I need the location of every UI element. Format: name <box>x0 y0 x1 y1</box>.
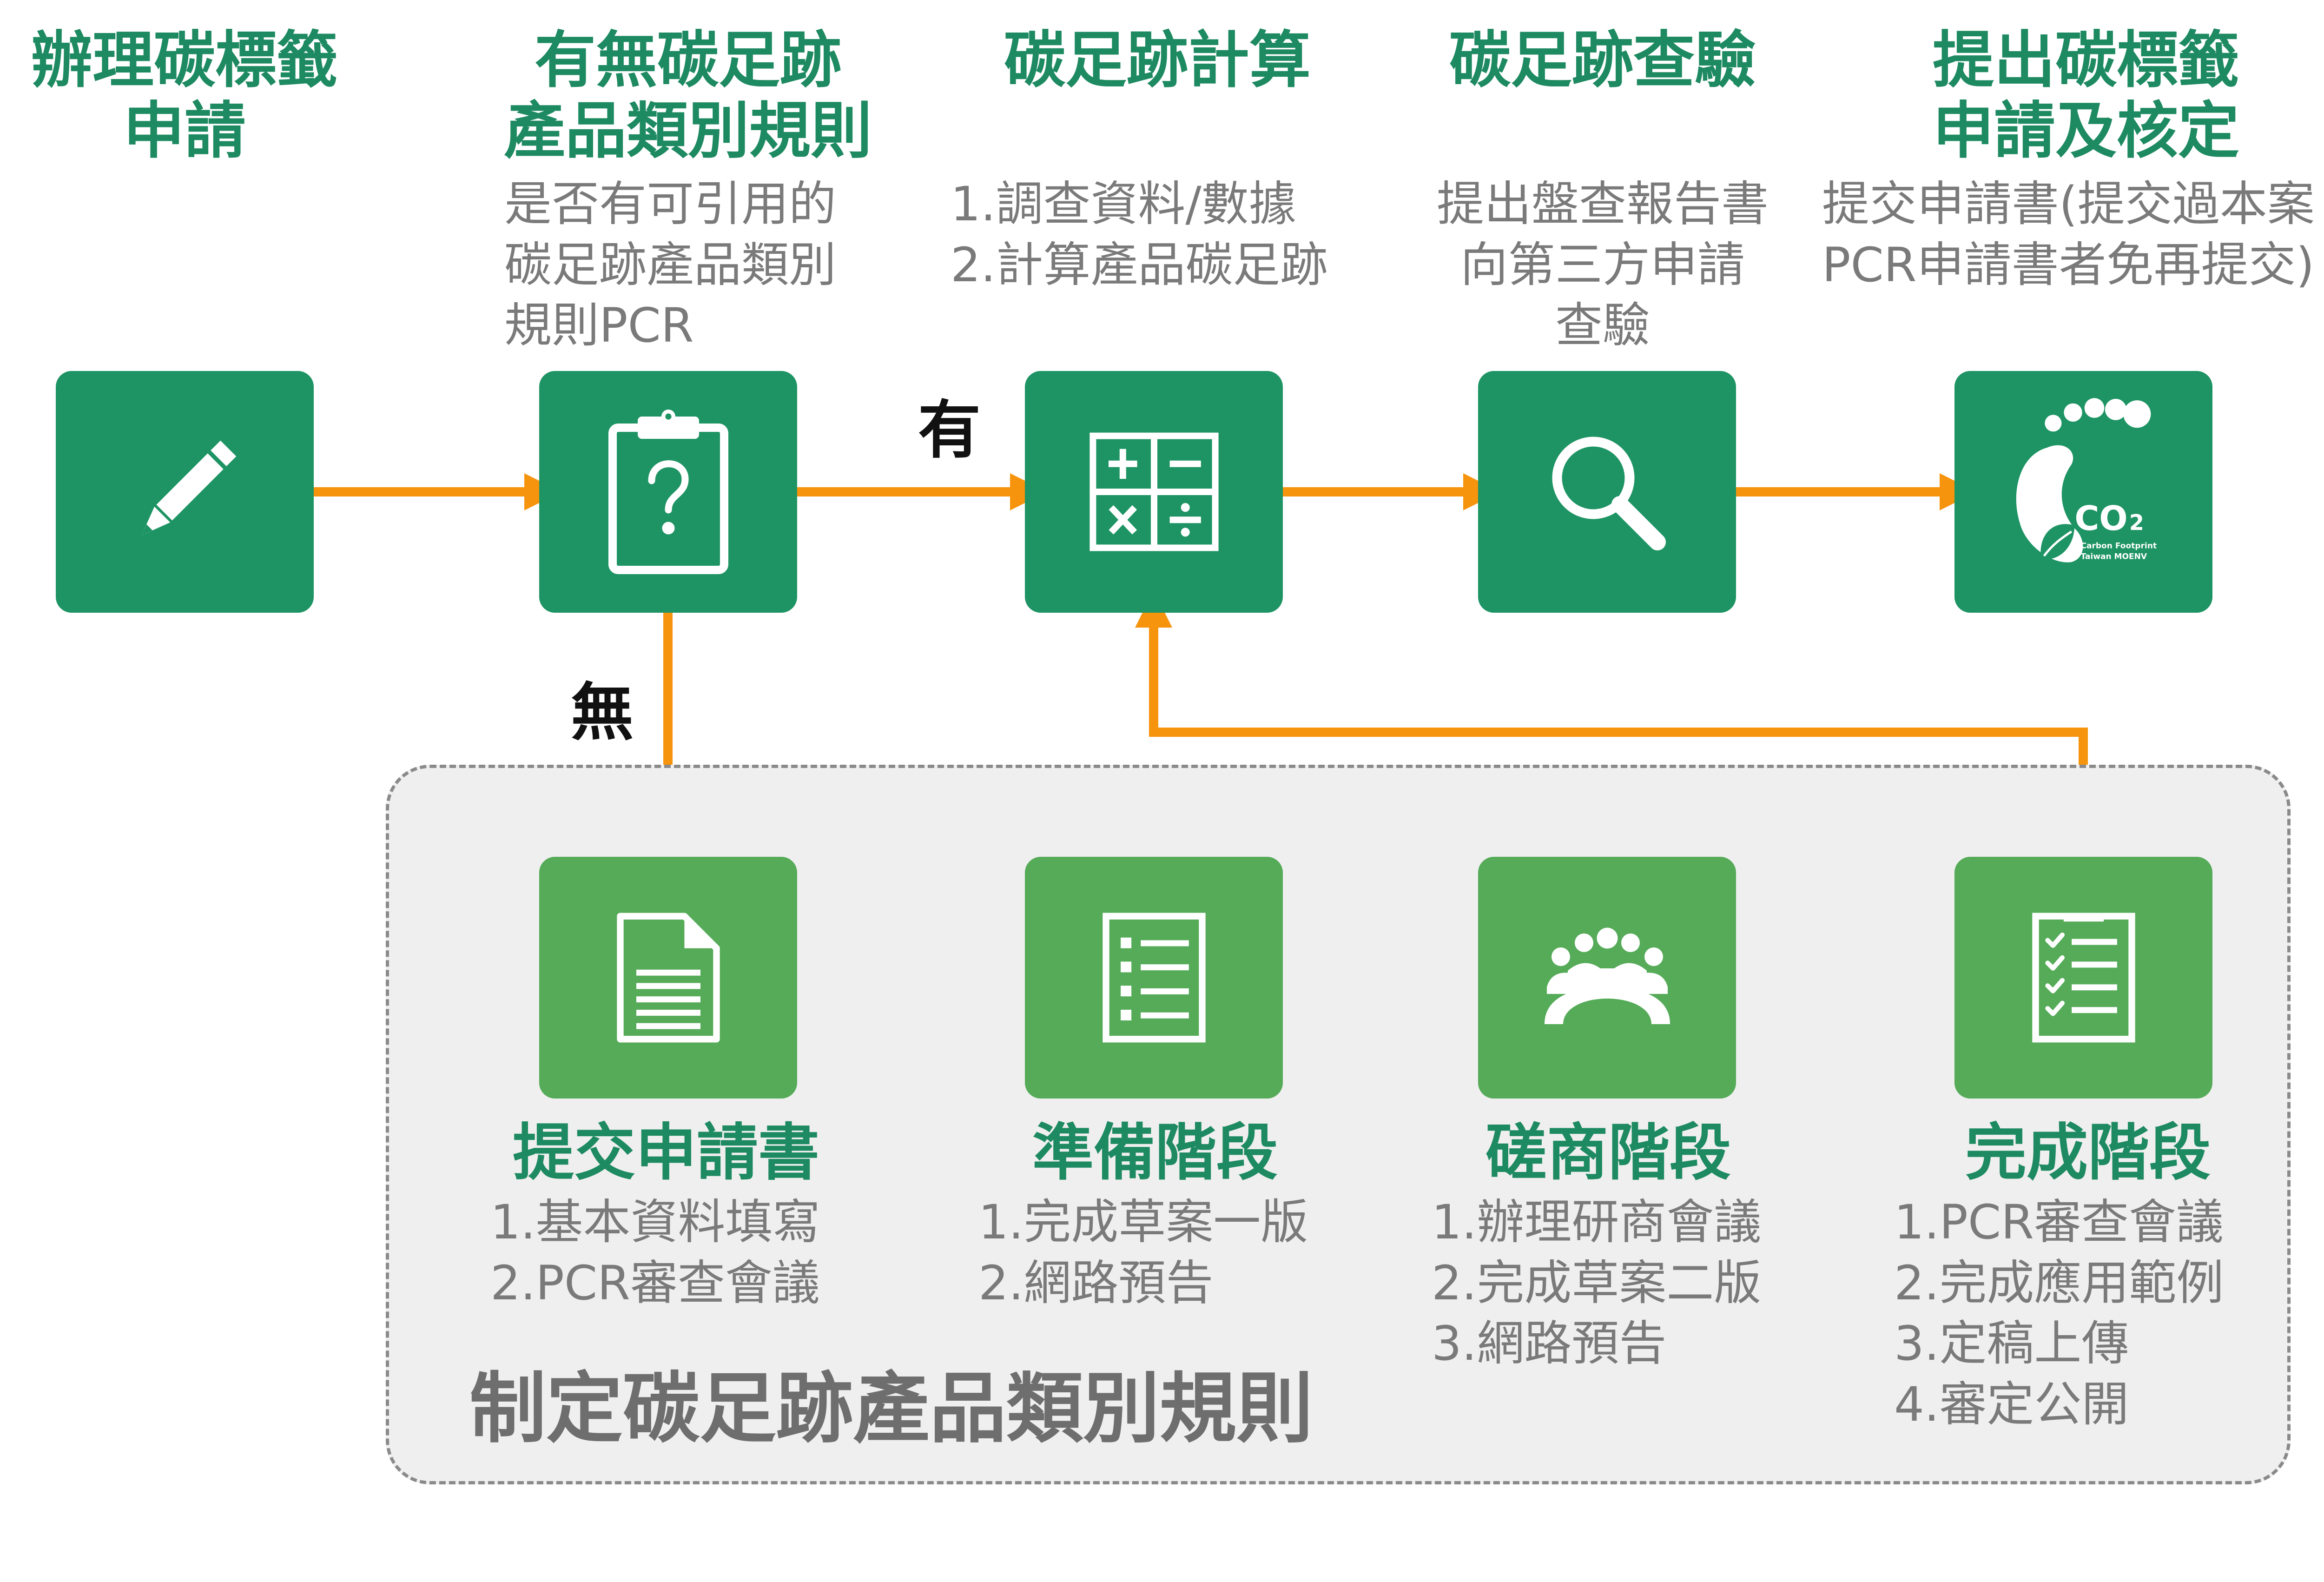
step-completion-desc: 1.PCR審查會議 2.完成應用範例 3.定稿上傳 4.審定公開 <box>1894 1195 2224 1432</box>
branch-no-label: 無 <box>571 676 634 749</box>
step-verify-title: 碳足跡查驗 <box>1449 25 1756 96</box>
step-consultation-desc: 1.辦理研商會議 2.完成草案二版 3.網路預告 <box>1432 1195 1762 1372</box>
meeting-icon <box>1544 927 1670 1024</box>
step-preparation-node[interactable] <box>1025 857 1283 1099</box>
co-text: CO <box>2074 499 2127 538</box>
calculator-icon <box>1089 432 1219 551</box>
step-verify-desc: 提出盤查報告書 向第三方申請 查驗 <box>1437 177 1769 354</box>
step-completion-node[interactable] <box>1954 857 2212 1099</box>
region-title: 制定碳足跡產品類別規則 <box>469 1364 1313 1453</box>
step-consultation-node[interactable] <box>1478 857 1736 1099</box>
subscript-2: 2 <box>2129 510 2144 535</box>
step-preparation-title: 準備階段 <box>1032 1117 1278 1189</box>
document-icon <box>616 913 720 1043</box>
step-submit-desc: 提交申請書(提交過本案 PCR申請書者免再提交) <box>1822 177 2315 293</box>
taiwan-moenv-text: Taiwan MOENV <box>2080 552 2147 561</box>
clipboard-question-icon <box>608 410 728 574</box>
step-completion-title: 完成階段 <box>1965 1117 2211 1189</box>
step-apply-title: 辦理碳標籤 申請 <box>31 25 338 167</box>
step-calculate-node[interactable] <box>1025 371 1283 613</box>
step-consultation-title: 磋商階段 <box>1486 1117 1731 1189</box>
step-calculate-desc: 1.調查資料/數據 2.計算產品碳足跡 <box>951 177 1328 293</box>
step-check-pcr-node[interactable] <box>539 371 797 613</box>
magnifier-icon <box>1552 437 1666 550</box>
step-application-title: 提交申請書 <box>513 1117 819 1189</box>
step-calculate-title: 碳足跡計算 <box>1004 25 1311 96</box>
svg-text:CO2: CO2 <box>2074 499 2144 538</box>
step-application-desc: 1.基本資料填寫 2.PCR審查會議 <box>490 1195 820 1311</box>
step-check-pcr-desc: 是否有可引用的 碳足跡產品類別 規則PCR <box>504 177 836 354</box>
branch-yes-label: 有 <box>918 394 981 467</box>
step-apply-node[interactable] <box>56 371 314 613</box>
pencil-icon <box>141 440 236 536</box>
list-icon <box>1102 913 1206 1043</box>
step-check-pcr-title: 有無碳足跡 產品類別規則 <box>504 25 872 167</box>
step-preparation-desc: 1.完成草案一版 2.網路預告 <box>978 1195 1308 1311</box>
step-application-node[interactable] <box>539 857 797 1099</box>
carbon-footprint-text: Carbon Footprint <box>2080 541 2157 550</box>
checklist-icon <box>2032 913 2135 1043</box>
step-submit-title: 提出碳標籤 申請及核定 <box>1933 25 2239 167</box>
step-verify-node[interactable] <box>1478 371 1736 613</box>
